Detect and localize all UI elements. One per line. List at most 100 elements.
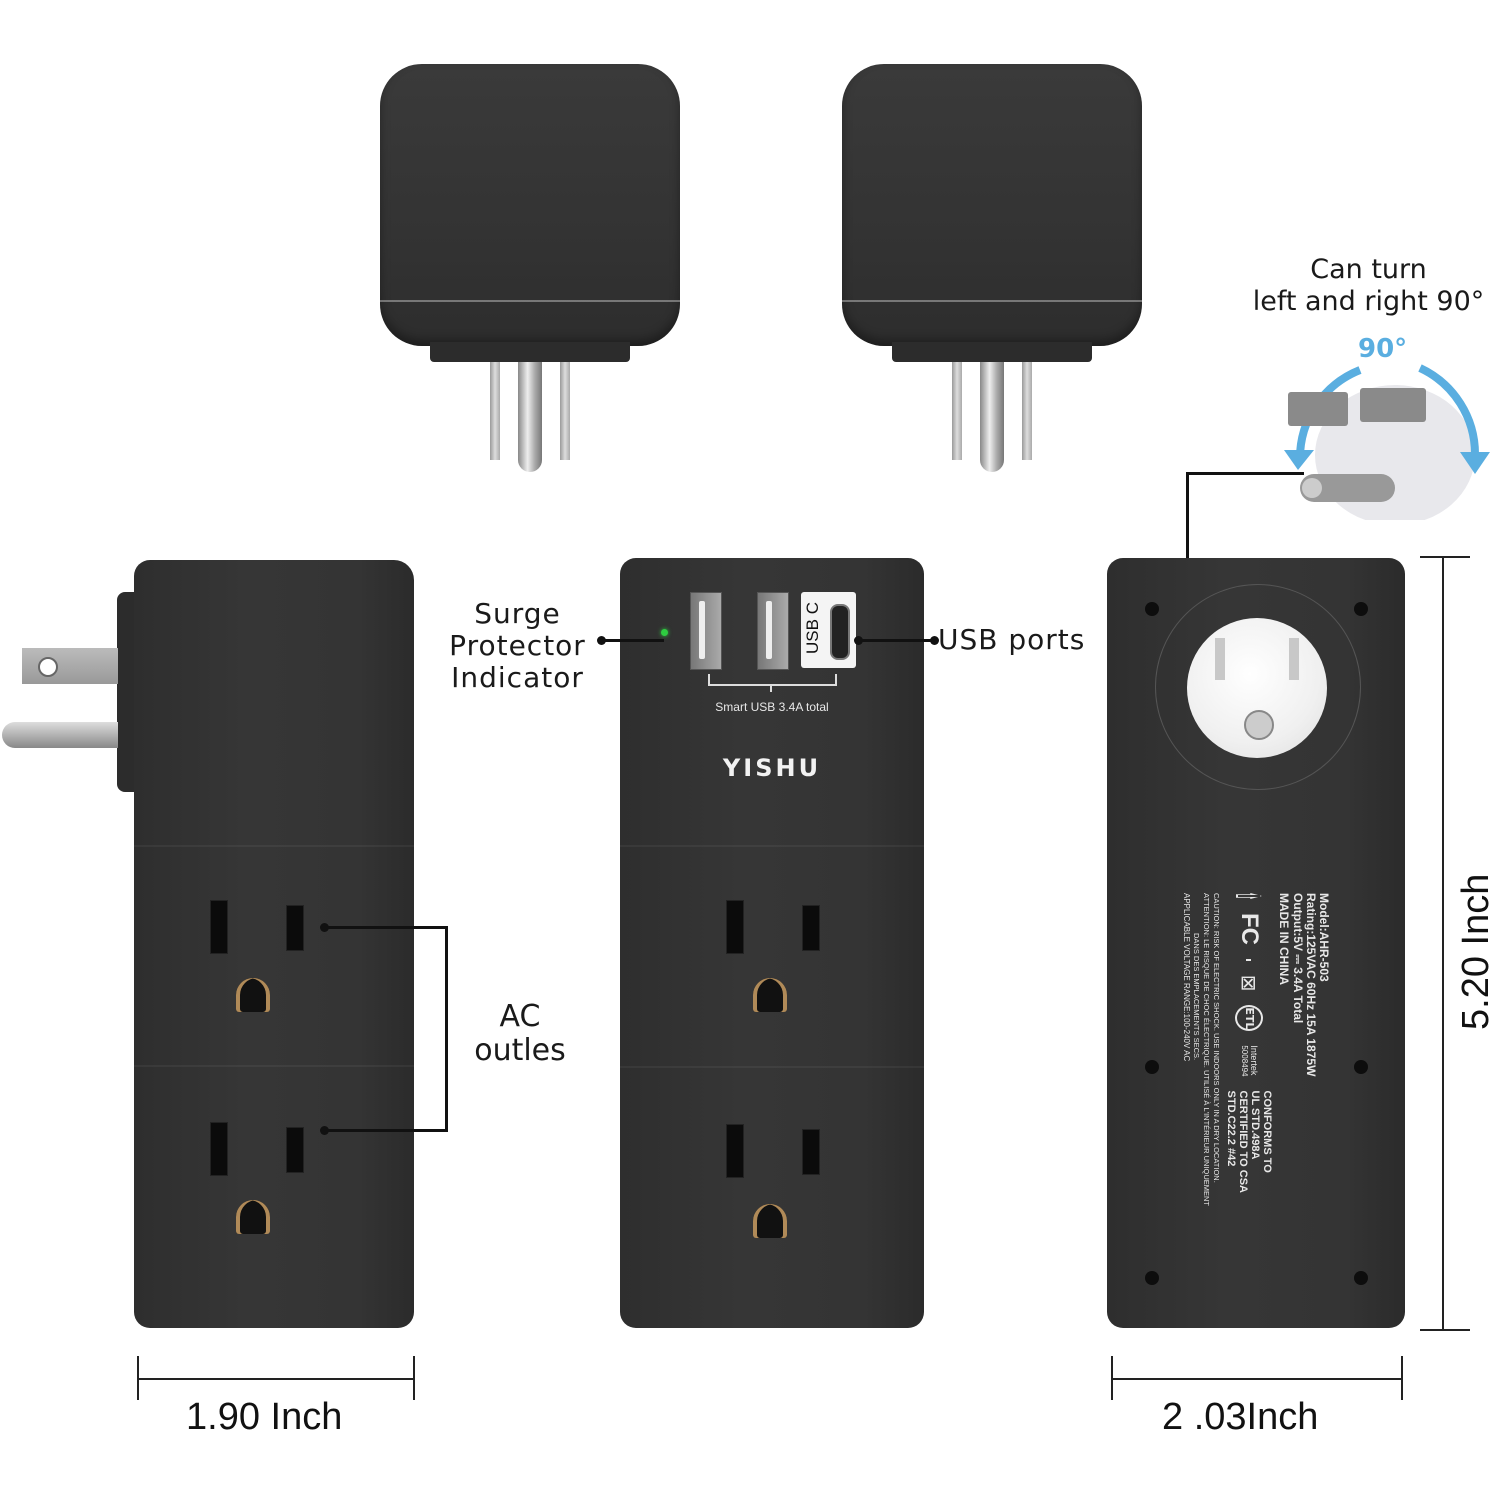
adapter-seam <box>842 300 1142 302</box>
usb-c-label: USB C <box>802 602 822 654</box>
spec-label: Model:AHR-503 Rating:125VAC 60Hz 15A 187… <box>1181 893 1331 1207</box>
adapter-base <box>430 342 630 362</box>
seam <box>134 845 414 847</box>
rotate-callout-line <box>1186 472 1304 475</box>
screw-hole-icon <box>1354 1271 1368 1285</box>
width-back-dimension: 2 .03Inch <box>1162 1396 1319 1438</box>
usb-caption: Smart USB 3.4A total <box>715 700 829 714</box>
dimension-tick <box>1401 1356 1403 1400</box>
spec-caution: CAUTION: RISK OF ELECTRIC SHOCK. USE IND… <box>1212 893 1221 1183</box>
spec-origin: MADE IN CHINA <box>1277 893 1291 985</box>
cert-line4: STD.C22.2 #42 <box>1225 1090 1237 1167</box>
ground-pin-icon <box>518 362 542 472</box>
adapter-base <box>892 342 1092 362</box>
surge-label-line3: Indicator <box>451 661 584 694</box>
outlet-hot-slot-icon <box>726 1124 744 1178</box>
adapter-seam <box>380 300 680 302</box>
ac-callout-line <box>324 1129 448 1132</box>
fcc-logo: FC <box>1236 912 1263 945</box>
ac-outlets-label-line2: outles <box>474 1033 566 1068</box>
cert-line1: CONFORMS TO <box>1261 1090 1273 1173</box>
usb-a-port-1[interactable] <box>690 592 722 670</box>
usb-c-port-panel[interactable]: USB C <box>801 592 856 668</box>
side-view-unit <box>134 560 414 1328</box>
rotate-caption: Can turn left and right 90° <box>1240 254 1497 318</box>
spec-attention: ATTENTION: LE RISQUE DE CHOC ÉLECTRIQUE.… <box>1202 893 1211 1207</box>
outlet-hot-slot-icon <box>726 900 744 954</box>
outlet-ground-icon <box>753 1204 787 1238</box>
screw-hole-icon <box>1354 602 1368 616</box>
ac-outlets-label-line1: AC <box>499 999 541 1034</box>
spec-output: Output:5V ⎓ 3.4A Total <box>1291 893 1305 1024</box>
plug-prong-icon <box>560 362 570 460</box>
usb-a-port-2[interactable] <box>757 592 789 670</box>
dimension-tick <box>1111 1356 1113 1400</box>
usb-ports-label: USB ports <box>938 623 1086 656</box>
height-dimension: 5.20 Inch <box>1455 873 1497 1030</box>
cert-icons-row: FC ⊠ ETL Intertek 5008494 CONFORMS TO UL… <box>1225 893 1273 1193</box>
spec-model: Model:AHR-503 <box>1317 893 1331 982</box>
intertek-text: Intertek <box>1249 1045 1259 1076</box>
rotating-plug-face[interactable] <box>1187 618 1327 758</box>
rotating-plug-ring[interactable] <box>1155 584 1361 790</box>
plug-slot-icon <box>1215 638 1225 680</box>
spec-origin-row: MADE IN CHINA <box>1277 893 1291 1193</box>
spec-voltage: APPLICABLE VOLTAGE RANGE:100-240V AC <box>1182 893 1191 1062</box>
rotate-angle-label: 90° <box>1358 334 1408 364</box>
dimension-line <box>1112 1378 1402 1380</box>
intertek-number: 5008494 <box>1240 1045 1249 1077</box>
seam <box>134 1065 414 1067</box>
surge-label-line2: Protector <box>449 629 586 662</box>
usb-c-port-icon <box>830 604 850 660</box>
intertek-block: Intertek 5008494 <box>1240 1045 1259 1077</box>
side-round-prong-icon <box>2 722 118 748</box>
prong-hole <box>38 657 58 677</box>
spec-rating: Rating:125VAC 60Hz 15A 1875W <box>1304 893 1318 1077</box>
outlet-neutral-slot-icon <box>802 1129 820 1175</box>
top-view-adapter-right <box>842 64 1142 484</box>
plug-prong-icon <box>490 362 500 460</box>
back-view-unit: Model:AHR-503 Rating:125VAC 60Hz 15A 187… <box>1107 558 1405 1328</box>
surge-indicator-led <box>661 629 668 636</box>
plug-prong-icon <box>952 362 962 460</box>
outlet-ground-icon <box>236 1200 270 1234</box>
usb-bracket-stem <box>770 684 772 692</box>
plug-ground-icon <box>1244 710 1274 740</box>
usb-bracket <box>708 674 837 686</box>
width-side-dimension: 1.90 Inch <box>186 1396 343 1438</box>
ground-pin-icon <box>980 362 1004 472</box>
spec-attention2: DANS DES EMPLACEMENTS SECS. <box>1192 933 1201 1061</box>
cert-block: CONFORMS TO UL STD.498A CERTIFIED TO CSA… <box>1225 1091 1273 1193</box>
callout-dot <box>597 636 606 645</box>
outlet-hot-slot-icon <box>210 900 228 954</box>
adapter-body <box>842 64 1142 346</box>
ac-callout-line <box>445 926 448 1132</box>
callout-dot <box>930 636 939 645</box>
rotate-callout-line <box>1186 472 1189 614</box>
dimension-tick <box>1420 556 1470 558</box>
screw-hole-icon <box>1354 1060 1368 1074</box>
rotate-caption-line2: left and right 90° <box>1252 286 1485 317</box>
usb-callout-line <box>858 639 934 642</box>
dimension-line <box>138 1378 414 1380</box>
surge-callout-line <box>602 639 664 642</box>
outlet-neutral-slot-icon <box>286 905 304 951</box>
dimension-line <box>1442 556 1444 1330</box>
outlet-hot-slot-icon <box>210 1122 228 1176</box>
seam <box>620 845 924 847</box>
screw-hole-icon <box>1145 602 1159 616</box>
cert-line3: CERTIFIED TO CSA <box>1237 1090 1249 1193</box>
plug-slot-icon <box>1289 638 1299 680</box>
dimension-tick <box>413 1356 415 1400</box>
dimension-tick <box>1420 1329 1470 1331</box>
ac-outlets-label: AC outles <box>460 1000 580 1068</box>
adapter-body <box>380 64 680 346</box>
rotation-plug-icon <box>1284 364 1490 520</box>
side-plug-disc <box>117 592 139 792</box>
cert-line2: UL STD.498A <box>1249 1090 1261 1160</box>
ac-callout-line <box>324 926 448 929</box>
outlet-neutral-slot-icon <box>286 1127 304 1173</box>
plug-prong-icon <box>1022 362 1032 460</box>
top-view-adapter-left <box>380 64 680 484</box>
recycle-house-icon <box>1236 893 1262 899</box>
